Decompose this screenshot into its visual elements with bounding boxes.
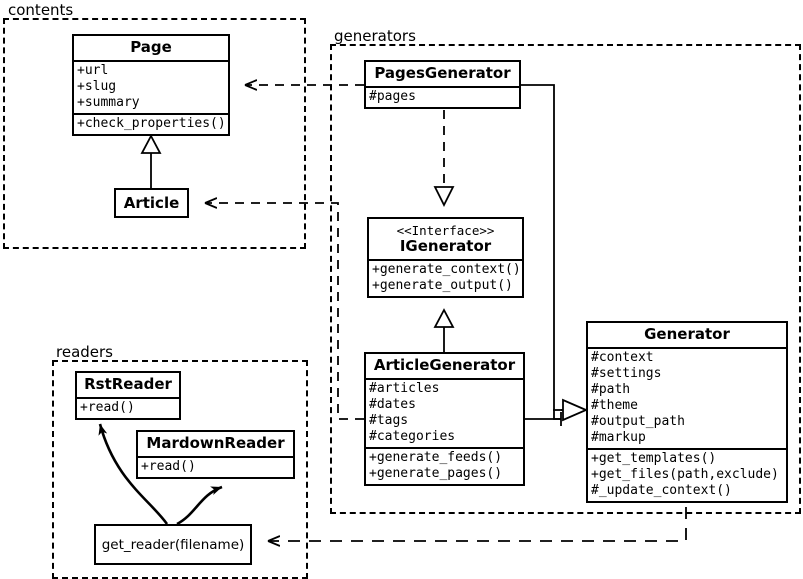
class-name-page: Page (130, 38, 172, 56)
attribute-item: #output_path (591, 414, 685, 429)
class-name-article: Article (123, 193, 180, 212)
operations-compartment-articlegenerator: +generate_feeds() +generate_pages() (366, 447, 523, 484)
operation-item: +generate_output() (372, 278, 513, 293)
attributes-compartment-pagesgenerator: #pages (366, 86, 519, 107)
attribute-item: +url (77, 63, 109, 78)
operations-compartment-generator: +get_templates() +get_files(path,exclude… (588, 448, 786, 501)
class-box-mardownreader[interactable]: MardownReader +read() (136, 430, 295, 479)
operations-compartment-mardownreader: +read() (138, 456, 293, 477)
attribute-item: #categories (369, 429, 456, 444)
attribute-item: #tags (369, 413, 409, 428)
stereotype-label: <<Interface>> (396, 223, 495, 238)
function-box-get-reader[interactable]: get_reader(filename) (94, 524, 252, 565)
operation-item: +generate_feeds() (369, 450, 503, 465)
attribute-item: #context (591, 350, 654, 365)
operations-compartment-rstreader: +read() (77, 397, 179, 418)
attribute-item: +slug (77, 79, 117, 94)
attributes-compartment-generator: #context #settings #path #theme #output_… (588, 347, 786, 448)
package-contents-label: contents (6, 1, 76, 19)
function-name-get-reader: get_reader(filename) (101, 536, 245, 553)
operations-compartment-page: +check_properties() (74, 113, 228, 134)
package-readers (52, 360, 308, 579)
operation-item: +read() (80, 400, 135, 415)
class-box-pagesgenerator[interactable]: PagesGenerator #pages (364, 60, 521, 109)
operation-item: +generate_context() (372, 262, 521, 277)
operation-item: #_update_context() (591, 483, 732, 498)
attribute-item: #dates (369, 397, 416, 412)
operation-item: +get_files(path,exclude) (591, 467, 779, 482)
attribute-item: #articles (369, 381, 440, 396)
attribute-item: #markup (591, 430, 646, 445)
class-header-igenerator: <<Interface>> IGenerator (369, 219, 522, 259)
class-name-igenerator: IGenerator (399, 237, 492, 255)
class-box-page[interactable]: Page +url +slug +summary +check_properti… (72, 34, 230, 136)
class-box-article[interactable]: Article (114, 188, 189, 218)
attribute-item: +summary (77, 95, 140, 110)
class-box-articlegenerator[interactable]: ArticleGenerator #articles #dates #tags … (364, 352, 525, 486)
operations-compartment-igenerator: +generate_context() +generate_output() (369, 259, 522, 296)
class-name-pagesgenerator: PagesGenerator (374, 64, 511, 82)
package-contents (3, 18, 306, 249)
package-generators-label: generators (332, 27, 418, 45)
attribute-item: #theme (591, 398, 638, 413)
operation-item: +read() (141, 459, 196, 474)
operation-item: +generate_pages() (369, 466, 503, 481)
operation-item: +get_templates() (591, 451, 717, 466)
attribute-item: #settings (591, 366, 662, 381)
class-name-rstreader: RstReader (84, 375, 172, 393)
attribute-item: #path (591, 382, 631, 397)
class-box-rstreader[interactable]: RstReader +read() (75, 371, 181, 420)
attributes-compartment-articlegenerator: #articles #dates #tags #categories (366, 378, 523, 447)
package-readers-label: readers (54, 343, 115, 361)
class-name-generator: Generator (644, 325, 730, 343)
class-name-articlegenerator: ArticleGenerator (373, 356, 516, 374)
class-name-mardownreader: MardownReader (146, 434, 285, 452)
class-box-igenerator[interactable]: <<Interface>> IGenerator +generate_conte… (367, 217, 524, 298)
attributes-compartment-page: +url +slug +summary (74, 60, 228, 113)
class-box-generator[interactable]: Generator #context #settings #path #them… (586, 321, 788, 503)
operation-item: +check_properties() (77, 116, 226, 131)
attribute-item: #pages (369, 89, 416, 104)
